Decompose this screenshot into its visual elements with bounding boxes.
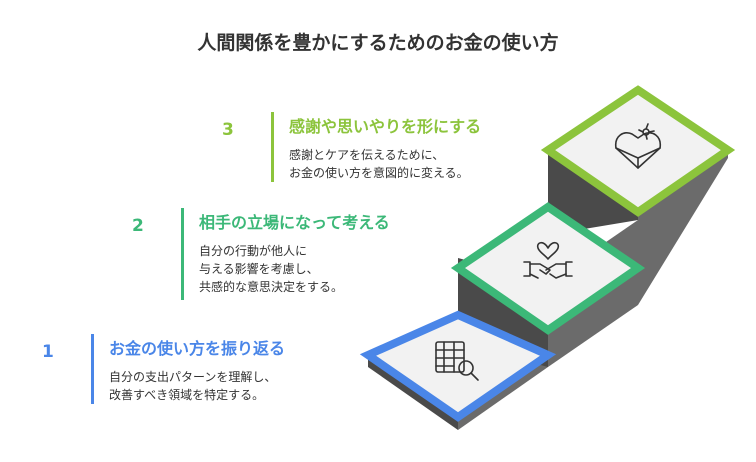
step2-title: 相手の立場になって考える <box>199 213 390 232</box>
step1-description: 自分の支出パターンを理解し、 改善すべき領域を特定する。 <box>109 368 276 404</box>
step2-desc-line: 与える影響を考慮し、 <box>199 262 319 276</box>
step1-desc-line: 改善すべき領域を特定する。 <box>109 388 265 402</box>
step1-number: 1 <box>42 342 54 362</box>
heart-gift-icon <box>614 123 662 169</box>
step1-top <box>359 310 557 422</box>
step2-number: 2 <box>132 216 144 236</box>
step2-desc-line: 共感的な意思決定をする。 <box>199 280 344 294</box>
step2-desc-line: 自分の行動が他人に <box>199 244 308 258</box>
step2-description: 自分の行動が他人に 与える影響を考慮し、 共感的な意思決定をする。 <box>199 242 343 296</box>
step3-description: 感謝とケアを伝えるために、 お金の使い方を意図的に変える。 <box>289 146 469 182</box>
step3-number: 3 <box>222 120 234 140</box>
heart-handshake-icon <box>523 241 573 279</box>
step3-divider <box>271 112 274 182</box>
step3-title: 感謝や思いやりを形にする <box>289 117 482 136</box>
step3-top <box>540 85 736 217</box>
diagram-title: 人間関係を豊かにするためのお金の使い方 <box>197 32 559 54</box>
step3-desc-line: お金の使い方を意図的に変える。 <box>289 166 469 180</box>
step3-desc-line: 感謝とケアを伝えるために、 <box>289 148 445 162</box>
step1-desc-line: 自分の支出パターンを理解し、 <box>109 370 277 384</box>
step2-divider <box>181 208 184 300</box>
step1-title: お金の使い方を振り返る <box>109 339 286 358</box>
spreadsheet-search-icon <box>435 341 479 381</box>
step1-divider <box>91 334 94 404</box>
